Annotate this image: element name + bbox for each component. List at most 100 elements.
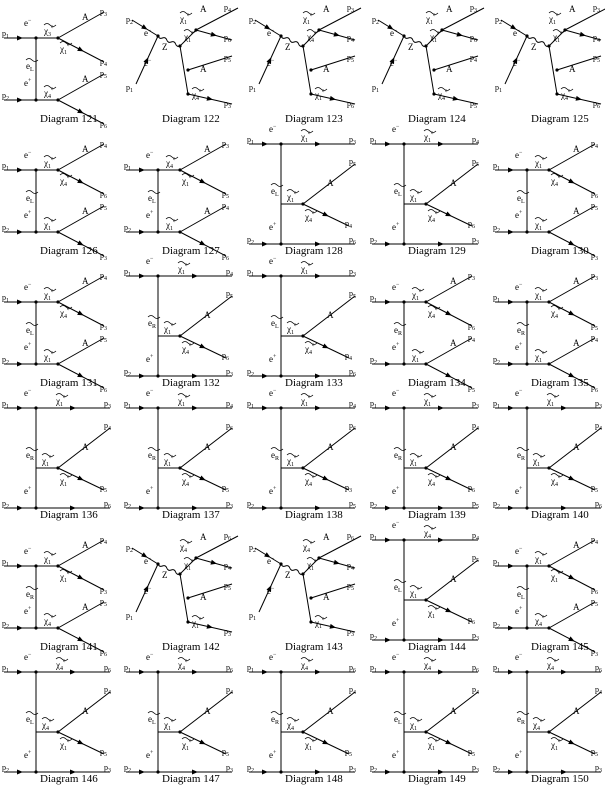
vertex — [178, 44, 182, 48]
ext-label-p6: p6 — [349, 421, 356, 432]
out-line-mid-arrow — [445, 475, 452, 481]
photon-label-1: A — [323, 532, 330, 542]
ext-label-p4: p4 — [226, 685, 233, 696]
incoming-line-bottom-arrow — [266, 585, 272, 592]
neutralino-label-inner: χ4⁰ — [304, 343, 315, 356]
out-line-mid-arrow — [322, 211, 329, 217]
out-line-mid-arrow — [77, 739, 84, 745]
neutralino-label-inner-tilde — [550, 305, 564, 309]
ext-label-p3: p3 — [468, 271, 475, 282]
neutralino-label-inner-tilde — [181, 341, 195, 345]
ext-label-p1: p1 — [2, 399, 9, 410]
vertex — [178, 230, 182, 234]
neutralino-label-inner-tilde — [304, 341, 318, 345]
out-line-top-arrow — [315, 273, 321, 279]
out-line-top-arrow — [561, 669, 567, 675]
incoming-e-plus-arrow — [262, 241, 268, 247]
photon-label-1: A — [450, 442, 457, 452]
ext-label-p5: p5 — [349, 157, 356, 168]
neutralino-label-inner: χ1⁰ — [181, 175, 192, 188]
vertex — [555, 92, 559, 96]
ext-label-p2: p2 — [2, 91, 9, 102]
ext-label-p6: p6 — [591, 585, 598, 596]
ext-label-p2: p2 — [493, 619, 500, 630]
out-line-1-arrow — [210, 31, 217, 37]
z-boson-label: Z — [162, 42, 168, 52]
ext-label-p1: p1 — [370, 135, 377, 146]
ext-label-p1: p1 — [493, 293, 500, 304]
selectron-label: eL — [148, 714, 156, 726]
out-line-top-arrow — [70, 405, 76, 411]
neutralino-label-inner: χ4⁰ — [427, 475, 438, 488]
vertex — [186, 596, 190, 600]
incoming-e-plus-arrow — [139, 769, 145, 775]
ext-label-p1: p1 — [372, 83, 379, 94]
ext-label-p3: p3 — [226, 763, 233, 774]
selectron-label-tilde — [25, 447, 39, 451]
neutralino-label-2: χ4⁰ — [534, 615, 545, 628]
lepton-label-top: e− — [392, 520, 400, 530]
out-line-2-arrow — [445, 372, 452, 378]
z-boson-label: Z — [531, 42, 537, 52]
neutralino-label-inner-tilde — [59, 305, 73, 309]
ext-label-p5: p5 — [591, 747, 598, 758]
ext-label-p2: p2 — [2, 619, 9, 630]
incoming-e-plus-arrow — [508, 505, 514, 511]
photon-line-1 — [548, 427, 602, 469]
lepton-label-bottom: e+ — [146, 210, 154, 220]
lepton-label-bottom: e+ — [146, 354, 154, 364]
ext-label-p5: p5 — [468, 747, 475, 758]
selectron-label-tilde — [393, 447, 407, 451]
out-line-bottom-arrow — [561, 769, 567, 775]
vertex — [56, 626, 60, 630]
photon-line-1 — [57, 11, 105, 39]
ext-label-p6: p6 — [224, 531, 231, 542]
neutralino-label-inner-tilde — [59, 473, 73, 477]
ext-label-p5: p5 — [472, 499, 479, 510]
neutralino-label-1-tilde — [423, 525, 437, 529]
neutralino-label-inner-tilde — [59, 737, 73, 741]
neutralino-label-2-tilde — [437, 87, 451, 91]
incoming-e-plus-arrow — [385, 769, 391, 775]
selectron-label-tilde — [147, 447, 161, 451]
out-line-1-arrow — [445, 310, 452, 316]
photon-label-1: A — [573, 276, 580, 286]
diagram-caption: Diagram 122 — [162, 113, 220, 125]
photon-label-2: A — [450, 338, 457, 348]
vertex — [301, 730, 305, 734]
neutralino-label-1: χ4⁰ — [177, 659, 188, 672]
ext-label-p5: p5 — [100, 69, 107, 80]
neutralino-label-inner-tilde — [427, 209, 441, 213]
diagram-caption: Diagram 132 — [162, 377, 220, 389]
selectron-label-tilde — [147, 190, 161, 194]
neutralino-label-1-tilde — [179, 539, 193, 543]
lepton-label-top: e− — [267, 556, 275, 566]
out-line-mid-arrow — [322, 475, 329, 481]
lepton-label-bottom: e+ — [24, 606, 32, 616]
ext-label-p6: p6 — [470, 33, 477, 44]
neutralino-label-inner: χ1⁰ — [183, 559, 194, 572]
lepton-label-top: e− — [24, 546, 32, 556]
lepton-label-top: e− — [515, 150, 523, 160]
vertex — [424, 202, 428, 206]
z-boson-label: Z — [408, 42, 414, 52]
neutralino-label-2: χ4⁰ — [43, 615, 54, 628]
diagram-caption: Diagram 124 — [408, 113, 466, 125]
neutralino-label-2: χ1⁰ — [534, 351, 545, 364]
diagram-caption: Diagram 149 — [408, 773, 466, 785]
lepton-label-bottom: e− — [144, 586, 152, 596]
neutralino-label-1-tilde — [55, 393, 69, 397]
z-boson-line — [280, 563, 304, 575]
ext-label-p3: p3 — [349, 763, 356, 774]
neutralino-label-2-tilde — [534, 613, 548, 617]
ext-label-p4: p4 — [104, 421, 111, 432]
neutralino-label-2: χ1⁰ — [409, 587, 420, 600]
ext-label-p4: p4 — [224, 3, 231, 14]
out-line-bottom-arrow — [70, 505, 76, 511]
out-line-2-arrow — [77, 240, 84, 246]
photon-line-1 — [179, 295, 233, 337]
out-line-1-arrow — [77, 46, 84, 52]
